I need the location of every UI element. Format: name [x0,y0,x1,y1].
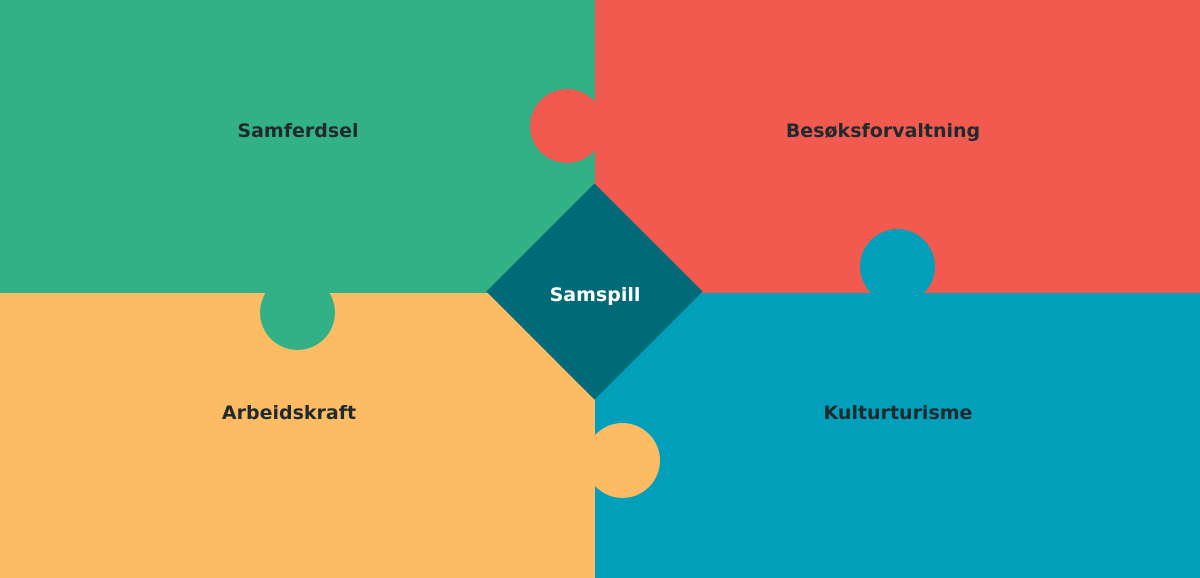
piece-samferdsel [0,0,595,293]
label-samspill: Samspill [549,284,641,306]
piece-kulturturisme [595,293,1200,578]
label-samferdsel: Samferdsel [237,120,359,142]
label-arbeidskraft: Arbeidskraft [221,402,357,424]
knob-samferdsel [260,275,335,350]
label-kulturturisme: Kulturturisme [823,402,973,424]
knob-kulturturisme [860,229,935,304]
label-besoksforvaltning: Besøksforvaltning [785,120,981,142]
knob-arbeidskraft [585,423,660,498]
knob-besoksforvaltning [530,89,604,163]
